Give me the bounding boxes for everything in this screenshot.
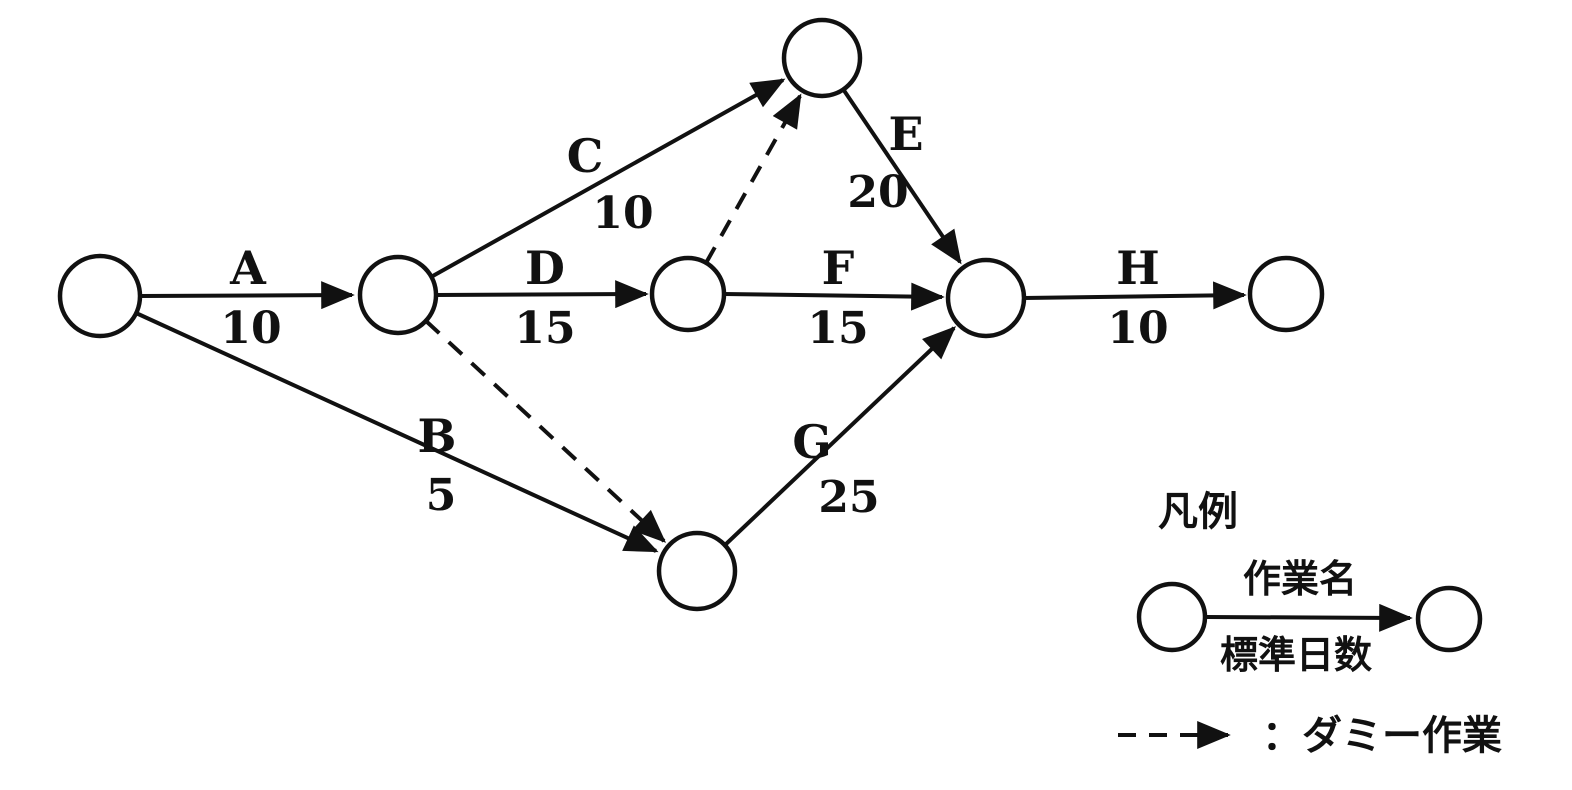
node-start [57,253,143,339]
dummy-arrow-node2-to-bottom [424,319,667,543]
activity-a-label: A [229,241,267,295]
edge-g-arrow [723,326,957,547]
activity-e-days: 20 [847,167,908,218]
dummy-arrow-middle-to-top [704,93,802,264]
edge-c-arrow [430,78,786,279]
edge-b-arrow [135,311,659,553]
node-top [781,17,863,99]
node-2 [357,254,439,336]
legend-start-node [1136,581,1208,653]
legend-standard-days-label: 標準日数 [1220,633,1372,677]
activity-b-days: 5 [426,470,457,521]
activity-d-label: D [525,241,565,295]
activity-h-days: 10 [1107,303,1168,354]
activity-g-days: 25 [818,472,879,523]
node-bottom [656,530,738,612]
activity-b-label: B [418,409,457,463]
edge-f-arrow [723,282,945,311]
activity-g-label: G [792,415,831,469]
activity-f-days: 15 [807,303,868,354]
activity-e-label: E [888,107,923,161]
legend-end-node [1415,585,1483,653]
activity-h-label: H [1116,241,1159,295]
activity-a-days: 10 [220,303,281,354]
activity-c-days: 10 [592,188,653,239]
legend-title: 凡例 [1158,489,1238,535]
activity-f-label: F [822,241,855,295]
activity-d-days: 15 [514,303,575,354]
legend-sample-arrow [1206,603,1413,632]
legend-dummy-label: ：ダミー作業 [1262,713,1502,759]
node-join [945,257,1027,339]
activity-c-label: C [567,129,604,183]
edge-d-arrow [435,280,649,309]
legend-activity-name-label: 作業名 [1243,557,1357,601]
node-end [1247,255,1325,333]
edge-e-arrow [841,87,962,265]
edge-a-arrow [139,281,355,310]
node-middle [649,255,727,333]
edge-h-arrow [1023,281,1247,310]
